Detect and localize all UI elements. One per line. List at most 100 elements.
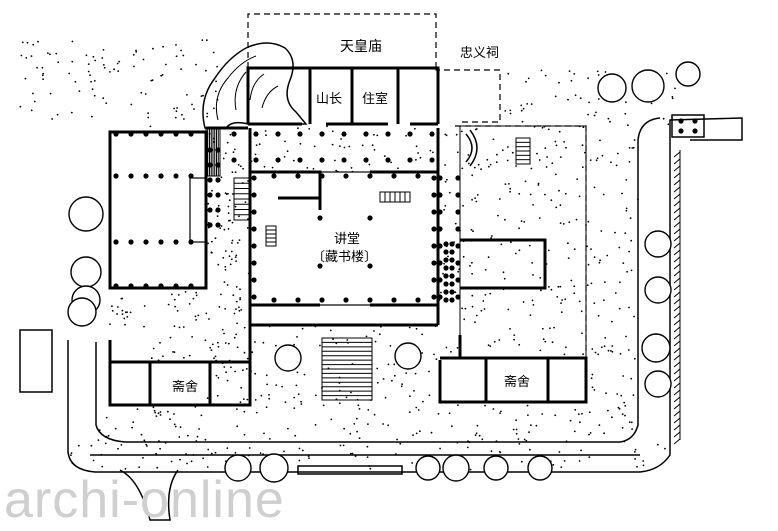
stipple-dot: [356, 430, 358, 433]
stipple-dot: [214, 355, 217, 358]
stipple-dot: [124, 323, 126, 326]
stipple-dot: [569, 419, 572, 422]
column-dot: [215, 147, 221, 153]
stipple-dot: [630, 421, 633, 424]
column-dot: [188, 131, 194, 137]
stipple-dot: [303, 373, 306, 376]
stipple-dot: [564, 298, 567, 301]
stipple-dot: [230, 366, 232, 369]
stipple-dot: [204, 339, 207, 342]
stipple-dot: [630, 269, 633, 272]
stipple-dot: [501, 149, 504, 152]
stipple-dot: [518, 249, 521, 252]
stipple-dot: [150, 357, 153, 360]
stipple-dot: [335, 169, 338, 172]
column-dot: [449, 281, 455, 287]
hatch-mark: [673, 193, 681, 200]
stipple-dot: [444, 133, 447, 136]
stipple-dot: [143, 325, 145, 328]
column-dot: [455, 175, 461, 181]
stipple-dot: [603, 432, 605, 435]
stipple-dot: [574, 408, 577, 411]
stipple-dot: [471, 305, 474, 308]
column-dot: [231, 131, 237, 137]
stipple-dot: [412, 434, 414, 436]
stipple-dot: [471, 198, 473, 201]
road-boundary: [67, 117, 743, 521]
stipple-dot: [237, 164, 240, 166]
stipple-dot: [419, 156, 422, 159]
stipple-dot: [490, 450, 493, 453]
stipple-dot: [174, 425, 177, 428]
column-dot: [143, 283, 149, 289]
column-dot: [319, 131, 325, 137]
stipple-dot: [373, 413, 376, 416]
stipple-dot: [32, 92, 34, 95]
stipple-dot: [624, 232, 627, 235]
stipple-dot: [264, 130, 267, 132]
stipple-dot: [255, 144, 258, 147]
stipple-dot: [97, 439, 100, 441]
stipple-dot: [408, 411, 411, 413]
column-dot: [271, 297, 277, 303]
stipple-dot: [588, 101, 590, 104]
hatch-mark: [673, 151, 681, 158]
stipple-dot: [151, 79, 154, 82]
stipple-dot: [518, 343, 521, 346]
stipple-dot: [268, 394, 270, 396]
stipple-dot: [589, 432, 592, 434]
stipple-dot: [221, 328, 224, 331]
stipple-dot: [283, 156, 286, 158]
stipple-dot: [555, 144, 558, 147]
stipple-dot: [532, 304, 535, 306]
stipple-dot: [271, 166, 274, 169]
stipple-dot: [587, 263, 590, 266]
stipple-dot: [350, 167, 353, 169]
stipple-dot: [314, 424, 317, 426]
stipple-dot: [489, 345, 492, 347]
stipple-dot: [198, 428, 201, 430]
stipple-dot: [546, 156, 548, 158]
column-dot: [443, 281, 449, 287]
column-dot: [143, 131, 149, 137]
stipple-dot: [565, 346, 567, 349]
column-dot: [173, 131, 179, 137]
stipple-dot: [129, 311, 132, 314]
stipple-dot: [114, 427, 117, 430]
stipple-dot: [42, 72, 45, 75]
column-dot: [173, 173, 179, 179]
stipple-dot: [604, 337, 607, 339]
stipple-dot: [107, 434, 110, 437]
stipple-dot: [492, 138, 495, 141]
stipple-dot: [173, 351, 176, 353]
hatch-mark: [673, 158, 681, 165]
stipple-dot: [301, 327, 304, 330]
column-dot: [431, 243, 437, 249]
stipple-dot: [383, 155, 386, 158]
column-dot: [431, 260, 437, 266]
column-dot: [431, 294, 437, 300]
stipple-dot: [632, 146, 635, 149]
hatch-mark: [673, 207, 681, 214]
stipple-dot: [573, 292, 576, 295]
hatch-mark: [673, 410, 681, 417]
stipple-dot: [117, 70, 120, 72]
stipple-dot: [155, 415, 158, 417]
stipple-dot: [471, 261, 473, 264]
stipple-dot: [231, 239, 234, 242]
stipple-dot: [217, 204, 220, 207]
stipple-dot: [411, 462, 414, 464]
stipple-dot: [481, 438, 484, 441]
stipple-dot: [540, 289, 542, 292]
stipple-dot: [175, 110, 178, 113]
stipple-dot: [140, 433, 143, 436]
stipple-dot: [215, 80, 218, 83]
stipple-dot: [275, 384, 278, 386]
tree-icon: [644, 370, 672, 398]
stipple-dot: [590, 377, 593, 380]
stipple-dot: [167, 410, 169, 413]
column-dot: [251, 277, 257, 283]
stipple-dot: [557, 285, 560, 288]
column-dot: [363, 131, 369, 137]
stipple-dot: [551, 162, 554, 165]
